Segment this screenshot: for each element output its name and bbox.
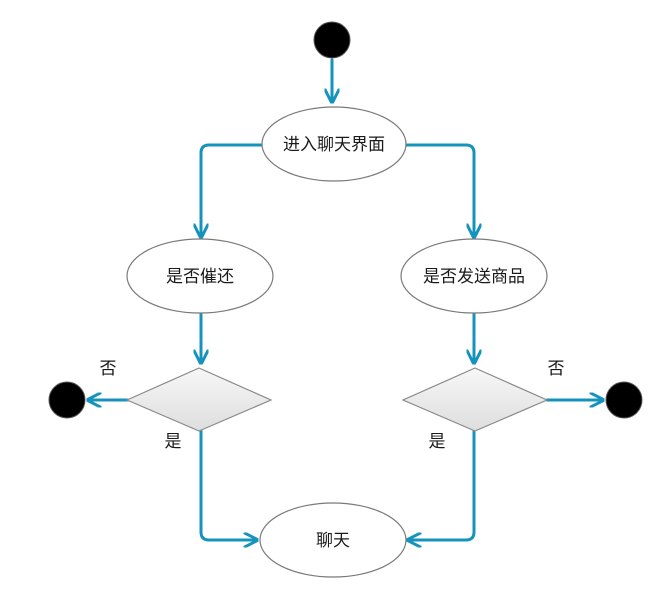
node-remind-return-label: 是否催还 [166, 267, 234, 287]
edge-label-right-no: 否 [548, 359, 565, 379]
flow-enter-chat-to-send-product [403, 143, 474, 239]
flow-left-decision-yes-to-chat [199, 429, 259, 540]
edge-label-right-yes: 是 [429, 432, 446, 452]
edge-label-left-yes: 是 [165, 432, 182, 452]
final-node-left [48, 381, 86, 419]
edge-label-left-no: 否 [100, 359, 117, 379]
node-chat-label: 聊天 [316, 531, 350, 551]
final-node-right [605, 381, 643, 419]
node-remind-return: 是否催还 [126, 238, 274, 314]
decision-left [125, 367, 273, 432]
initial-node [313, 21, 351, 59]
node-enter-chat: 进入聊天界面 [261, 106, 407, 182]
decision-right [401, 367, 549, 432]
flow-right-decision-yes-to-chat [406, 429, 476, 540]
node-chat: 聊天 [259, 502, 407, 578]
node-send-product-label: 是否发送商品 [423, 267, 525, 287]
flow-enter-chat-to-remind-return [201, 143, 264, 239]
connectors [86, 58, 605, 540]
node-enter-chat-label: 进入聊天界面 [283, 135, 385, 155]
node-send-product: 是否发送商品 [400, 238, 548, 314]
